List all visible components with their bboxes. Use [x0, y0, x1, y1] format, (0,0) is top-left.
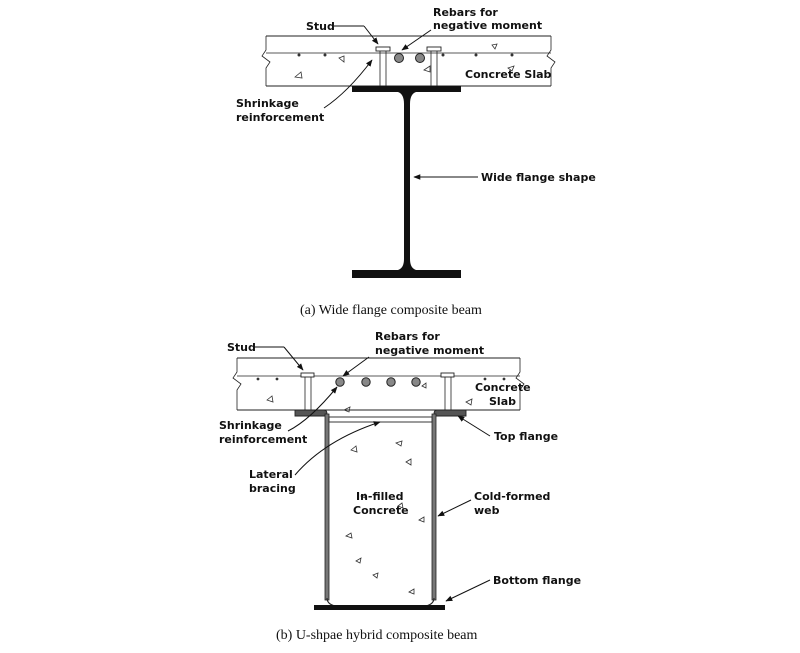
u-section — [294, 409, 467, 610]
wide-flange-label: Wide flange shape — [481, 171, 596, 184]
rebars-label-a-line2: negative moment — [433, 19, 542, 32]
concrete-slab-label-b-line1: Concrete — [475, 381, 531, 394]
infilled-concrete-label-line1: In-filled — [356, 490, 404, 503]
concrete-slab-label-b-line2: Slab — [489, 395, 516, 408]
rebars-label-b-line1: Rebars for — [375, 330, 440, 343]
rebars-label-b-line2: negative moment — [375, 344, 484, 357]
lateral-bracing-label-line2: bracing — [249, 482, 296, 495]
infilled-concrete-label-line2: Concrete — [353, 504, 409, 517]
concrete-slab-b — [232, 357, 525, 413]
shrinkage-label-b-line2: reinforcement — [219, 433, 307, 446]
rebars-label-a-line1: Rebars for — [433, 6, 498, 19]
shrinkage-label-b-line1: Shrinkage — [219, 419, 282, 432]
bottom-flange-label: Bottom flange — [493, 574, 581, 587]
cold-formed-web-label-line1: Cold-formed — [474, 490, 550, 503]
stud-a — [375, 46, 442, 86]
u-shape-diagram: Stud Rebars for negative moment Concrete… — [219, 330, 581, 643]
shrinkage-label-a-line2: reinforcement — [236, 111, 324, 124]
stud-label-b: Stud — [227, 341, 256, 354]
caption-b: (b) U-shpae hybrid composite beam — [276, 628, 477, 643]
lateral-bracing-label-line1: Lateral — [249, 468, 293, 481]
rebar-b — [335, 377, 421, 387]
stud-b — [300, 372, 455, 410]
caption-a: (a) Wide flange composite beam — [300, 303, 482, 318]
shrinkage-label-a-line1: Shrinkage — [236, 97, 299, 110]
stud-label-a: Stud — [306, 20, 335, 33]
wide-flange-diagram: Stud Rebars for negative moment Concrete… — [236, 6, 596, 318]
cold-formed-web-label-line2: web — [474, 504, 500, 517]
wide-flange-shape — [352, 86, 461, 278]
concrete-slab-label-a: Concrete Slab — [465, 68, 552, 81]
top-flange-label: Top flange — [494, 430, 558, 443]
rebar-a — [394, 53, 425, 63]
